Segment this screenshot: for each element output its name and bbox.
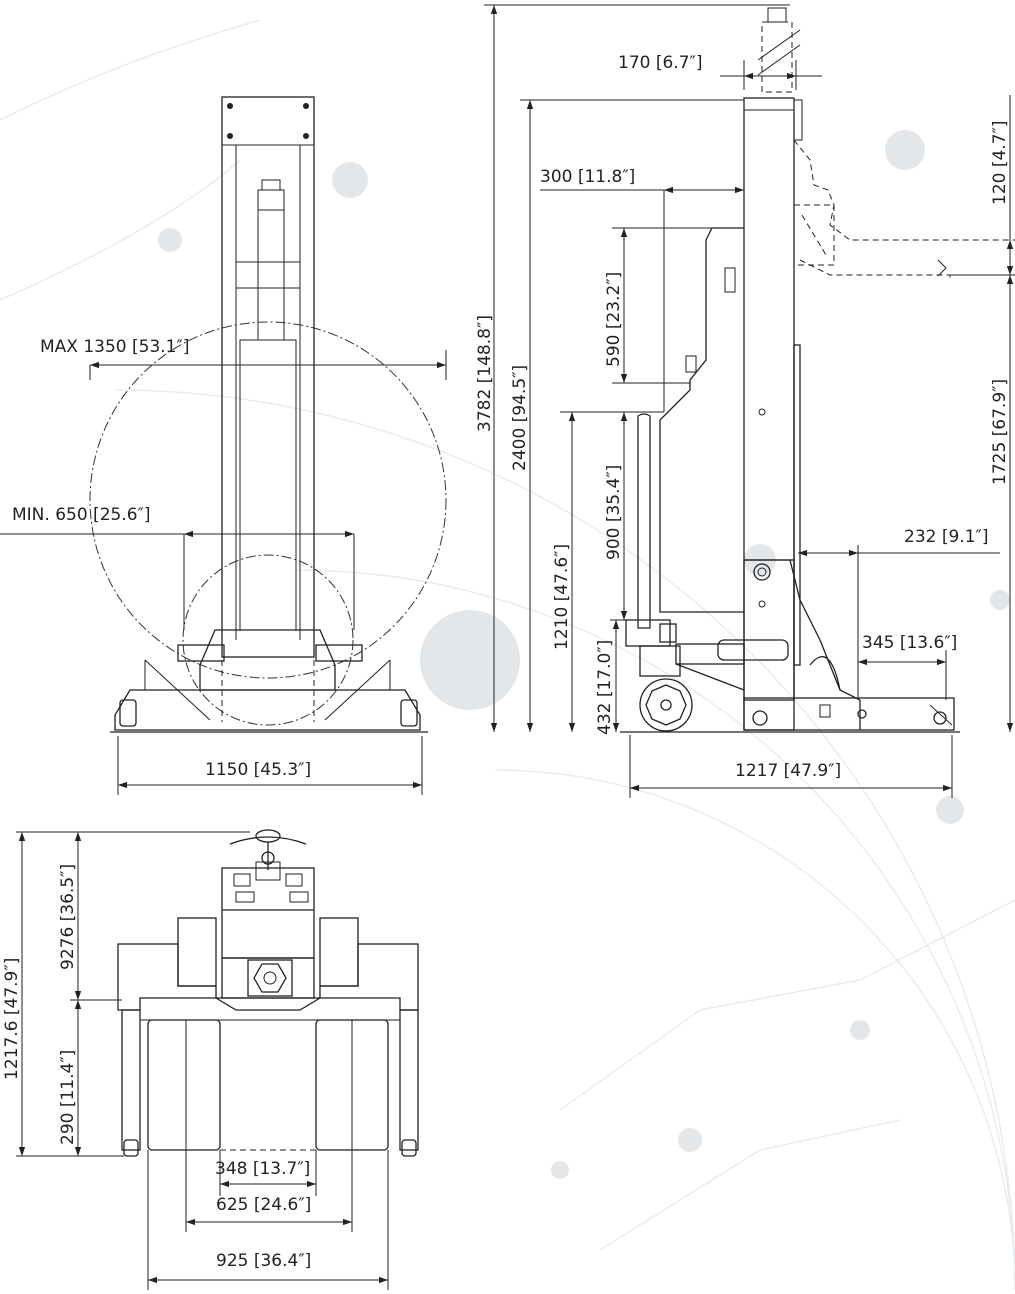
dim-top-offset: 170 [6.7″]	[618, 53, 703, 73]
dim-fork-depth: 290 [11.4″]	[58, 1050, 78, 1145]
dim-handle-height: 900 [35.4″]	[604, 465, 624, 560]
dim-carriage-height: 590 [23.2″]	[604, 272, 624, 367]
dim-mid-width: 625 [24.6″]	[216, 1195, 311, 1215]
dim-min-width: MIN. 650 [25.6″]	[12, 505, 151, 525]
dim-body-length: 9276 [36.5″]	[58, 864, 78, 970]
side-view: 3782 [148.8″] 2400 [94.5″] 170 [6.7″] 30…	[475, 4, 1015, 798]
dim-overall-length: 1217 [47.9″]	[735, 761, 841, 781]
dim-fork-length: 345 [13.6″]	[862, 633, 957, 653]
front-view: MAX 1350 [53.1″] MIN. 650 [25.6″] 1150 […	[0, 96, 447, 795]
top-view: 1217.6 [47.9″] 9276 [36.5″] 290 [11.4″] …	[2, 829, 419, 1290]
dim-outer-width: 925 [36.4″]	[216, 1251, 311, 1271]
dim-inner-gap: 348 [13.7″]	[215, 1159, 310, 1179]
dim-fork-offset: 232 [9.1″]	[904, 527, 989, 547]
dim-column-depth: 300 [11.8″]	[540, 167, 635, 187]
dim-handle-top: 1210 [47.6″]	[552, 544, 572, 650]
background-decoration	[0, 19, 1015, 1291]
dim-top-overall-length: 1217.6 [47.9″]	[2, 958, 22, 1080]
dim-arm-thickness: 120 [4.7″]	[990, 120, 1010, 205]
dim-wheel-height: 432 [17.0″]	[595, 640, 615, 735]
dim-lift-height: 1725 [67.9″]	[990, 379, 1010, 485]
dim-max-width: MAX 1350 [53.1″]	[40, 337, 189, 357]
dim-total-height: 3782 [148.8″]	[475, 315, 495, 432]
dim-column-height: 2400 [94.5″]	[510, 365, 530, 471]
dim-overall-width: 1150 [45.3″]	[205, 760, 311, 780]
